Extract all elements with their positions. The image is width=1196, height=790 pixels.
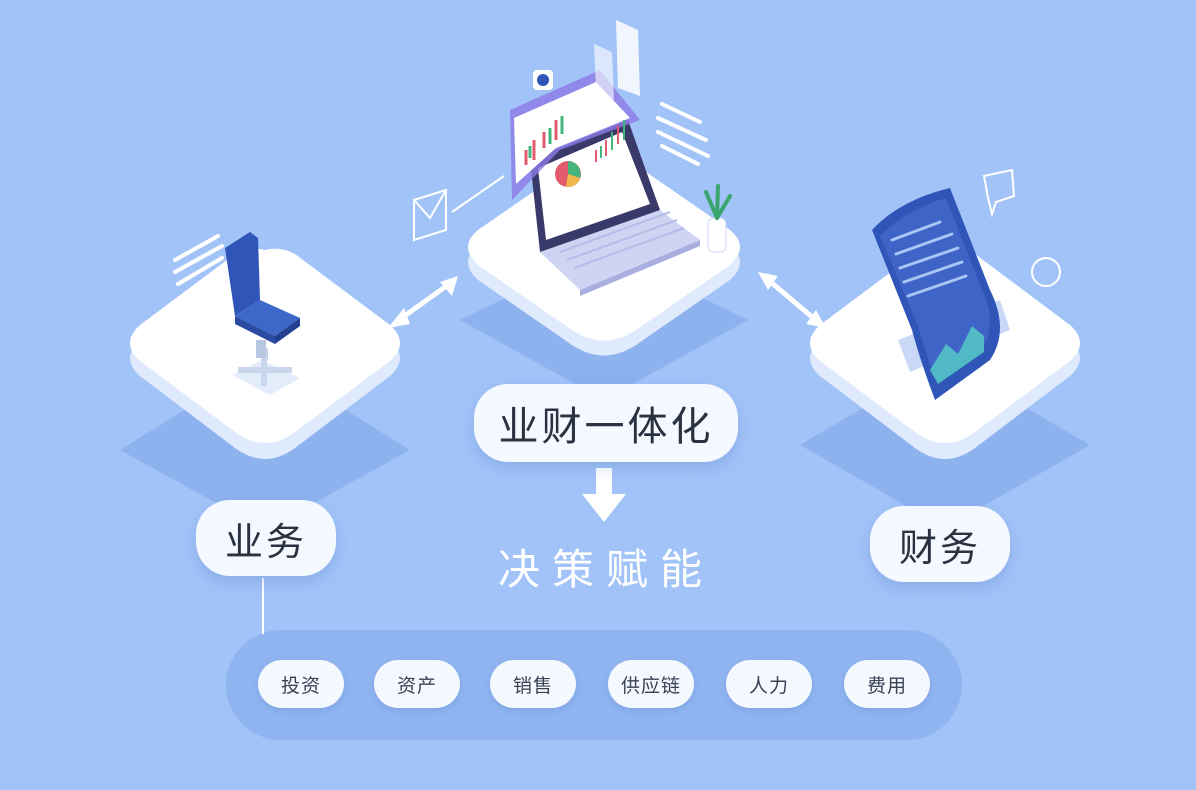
- slogan: 决策赋能: [497, 545, 714, 594]
- chip-expenses: 费用: [844, 660, 930, 708]
- report-document-icon: [872, 168, 1061, 400]
- finance-label: 财务: [870, 506, 1010, 582]
- chip-assets: 资产: [374, 660, 460, 708]
- business-label: 业务: [196, 500, 336, 576]
- laptop-dashboard-icon: [413, 20, 732, 296]
- arrow-down-icon: [582, 468, 626, 522]
- arrow-center-right-icon: [758, 272, 826, 328]
- chip-sales: 销售: [490, 660, 576, 708]
- category-tray: [226, 630, 962, 740]
- connector-line: [262, 578, 264, 634]
- arrow-left-center-icon: [388, 276, 458, 328]
- center-label: 业财一体化: [474, 384, 738, 462]
- chip-investment: 投资: [258, 660, 344, 708]
- chip-supply-chain: 供应链: [608, 660, 694, 708]
- chip-hr: 人力: [726, 660, 812, 708]
- office-chair-icon: [173, 232, 300, 395]
